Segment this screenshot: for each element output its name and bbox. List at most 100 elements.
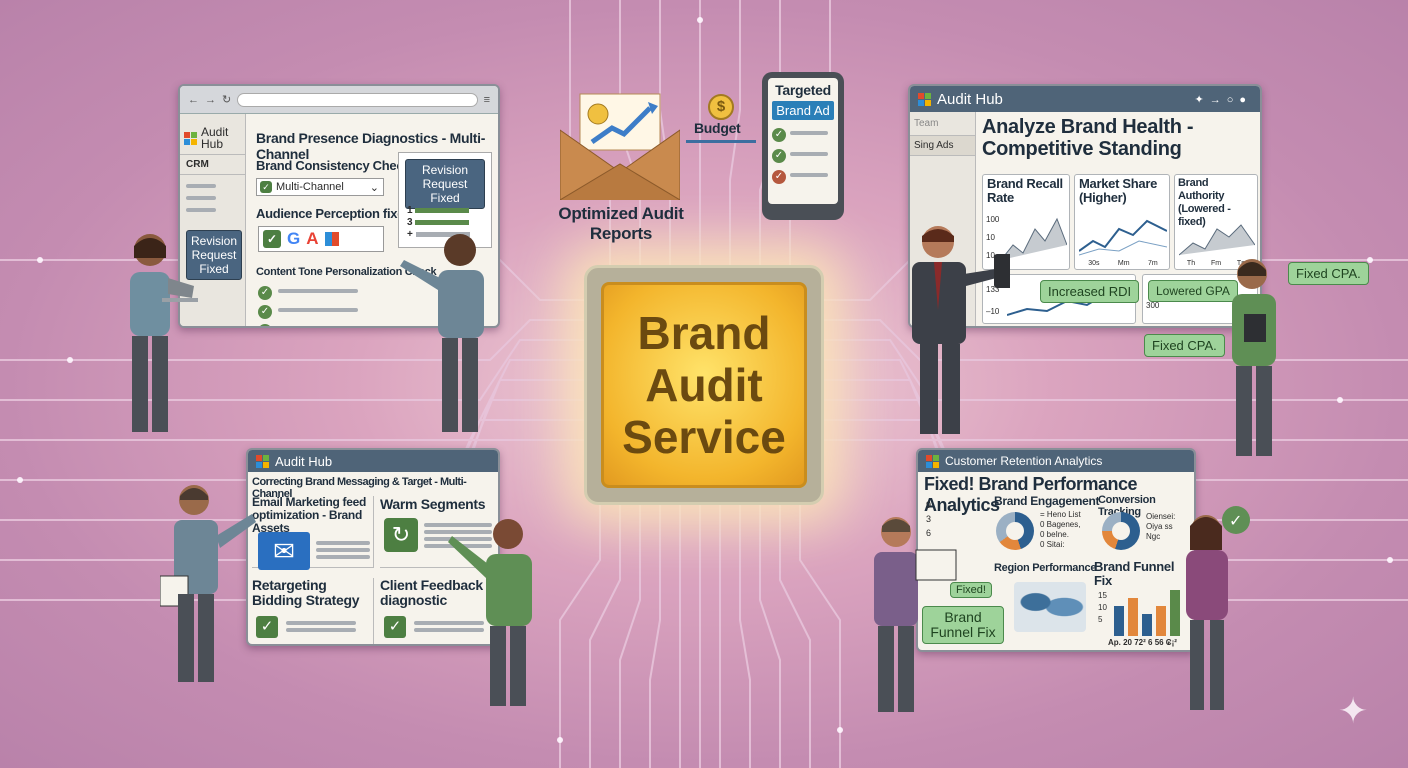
recall-chart <box>1001 217 1067 261</box>
tick: 133 <box>986 285 1000 294</box>
legend-item: 0 Bagenes, <box>1040 520 1081 529</box>
legend-item: = Heno List <box>1040 510 1081 519</box>
sidebar-item-ads[interactable]: Sing Ads <box>910 135 975 156</box>
panel-title: Brand Presence Diagnostics - Multi-Chann… <box>256 130 486 162</box>
cell-title: Warm Segments <box>380 496 486 512</box>
check-icon: ✓ <box>772 149 786 163</box>
section-content-tone: Content Tone Personalization Check <box>256 266 437 278</box>
title-bar: Audit Hub <box>248 450 498 472</box>
side-num: 6 <box>926 528 932 538</box>
sidebar-item-team[interactable]: Team <box>914 118 939 129</box>
panel-performance-analytics: Customer Retention Analytics Fixed! Bran… <box>916 448 1196 652</box>
check-icon: ✓ <box>384 616 406 638</box>
card-brand-authority: Brand Authority (Lowered - fixed) ThFmTm <box>1174 174 1258 270</box>
person-left-top <box>130 234 198 432</box>
label-fixed: Fixed! <box>950 582 992 598</box>
email-icon: ✉ <box>258 532 310 570</box>
revision-card: Revision Request Fixed 1 3 + <box>398 152 492 248</box>
label-fixed-cpa: Fixed CPA. <box>1288 262 1369 285</box>
card-market-share: Market Share (Higher) 30s Mm 7m <box>1074 174 1170 270</box>
sparkle-icon: ✦ <box>1338 690 1369 731</box>
svg-text:✓: ✓ <box>1229 511 1242 530</box>
forward-icon[interactable]: → <box>205 93 216 106</box>
dollar-coin-icon: $ <box>708 94 734 120</box>
label-lowered-gpa: Lowered GPA <box>1148 280 1238 302</box>
check-icon: ✓ <box>772 128 786 142</box>
conversion-donut <box>1102 512 1140 550</box>
legend-item: 0 beIne. <box>1040 530 1069 539</box>
app-logo-text: Audit Hub <box>201 125 229 151</box>
check-icon: ✓ <box>258 286 272 300</box>
stat-num: 1 <box>407 205 413 216</box>
person-right-suit <box>912 226 1010 434</box>
card-title: Market Share (Higher) <box>1079 176 1158 205</box>
stat-num: 3 <box>407 217 413 228</box>
cell-client-feedback: Client Feedback diagnostic ✓ <box>380 578 498 644</box>
chevron-down-icon: ⌄ <box>369 181 379 194</box>
tick: 300 <box>1146 301 1160 310</box>
browser-bar: ← → ↻ ≡ <box>180 86 498 114</box>
menu-icon[interactable]: ≡ <box>483 93 490 106</box>
panel-title: Analyze Brand Health - Competitive Stand… <box>982 116 1194 160</box>
tick: 10 <box>1098 603 1107 612</box>
revision-badge-left: Revision Request Fixed <box>186 230 242 280</box>
budget-connector <box>686 140 756 143</box>
engagement-donut <box>996 512 1034 550</box>
reload-icon[interactable]: ↻ <box>222 94 232 106</box>
side-num: 9 <box>926 500 932 510</box>
channel-select[interactable]: ✓ Multi-Channel ⌄ <box>256 178 384 196</box>
person-right-tablet <box>1232 259 1276 456</box>
check-icon: ✓ <box>258 305 272 319</box>
app-name: Audit Hub <box>275 453 333 469</box>
check-icon: ✓ <box>260 181 272 193</box>
legend-item: Oiensei: <box>1146 512 1176 521</box>
person-bottom-right <box>874 517 957 712</box>
engagement-title: Brand Engagement <box>994 494 1100 508</box>
panel-brand-health: Audit Hub ✦→○● Team Sing Ads Analyze Bra… <box>908 84 1262 328</box>
section-audience-perception: Audience Perception fixed <box>256 206 412 221</box>
google-icon: G <box>287 229 301 248</box>
cell-title: Email Marketing feed optimization - Bran… <box>252 495 367 535</box>
card-title: Brand Recall Rate <box>987 176 1063 205</box>
tick: Fm <box>1210 260 1222 267</box>
funnel-title: Brand Funnel Fix <box>1094 559 1175 588</box>
back-icon[interactable]: ← <box>188 93 199 106</box>
ads-icon: A <box>306 229 319 248</box>
check-icon: ✓ <box>256 616 278 638</box>
sidebar-item-crm[interactable]: CRM <box>180 154 245 175</box>
reports-label: Optimized Audit Reports <box>558 204 684 243</box>
cell-warm-segments: Warm Segments ↻ <box>380 496 498 568</box>
app-logo-icon <box>184 131 197 145</box>
person-left-center <box>400 234 484 432</box>
market-chart <box>1079 219 1167 256</box>
app-logo-icon <box>918 92 931 106</box>
funnel-bar <box>1170 590 1180 636</box>
tick: Mm <box>1117 260 1130 267</box>
budget-label: Budget <box>694 120 741 136</box>
tick: 30s <box>1088 260 1100 267</box>
title-bar: Audit Hub ✦→○● <box>910 86 1260 112</box>
label-fixed-cpa: Fixed CPA. <box>1144 334 1225 357</box>
tick: 10 <box>986 251 995 260</box>
person-bottom-far-right: ✓ <box>1186 506 1250 710</box>
tick: Th <box>1186 260 1196 267</box>
label-brand-funnel-fix: Brand Funnel Fix <box>922 606 1004 644</box>
label-increased-roi: Increased RDI <box>1040 280 1140 303</box>
brand-ad-button[interactable]: Brand Ad <box>772 101 834 120</box>
tick: 15 <box>1098 591 1107 600</box>
tick: –10 <box>986 307 1000 316</box>
center-title: Brand Audit Service <box>622 307 786 463</box>
funnel-bar <box>1142 614 1152 636</box>
window-controls-icon[interactable]: ✦→○● <box>1194 93 1252 106</box>
envelope-icon <box>559 80 681 201</box>
url-bar[interactable] <box>237 92 478 107</box>
tick: 7m <box>1148 260 1158 267</box>
funnel-x-ticks: Ap. 20 72² 6 56 ₢¡² <box>1108 638 1177 647</box>
panel-title: Correcting Brand Messaging & Target - Mu… <box>252 476 467 500</box>
title-bar: Customer Retention Analytics <box>918 450 1194 472</box>
tick: 100 <box>986 215 1000 224</box>
